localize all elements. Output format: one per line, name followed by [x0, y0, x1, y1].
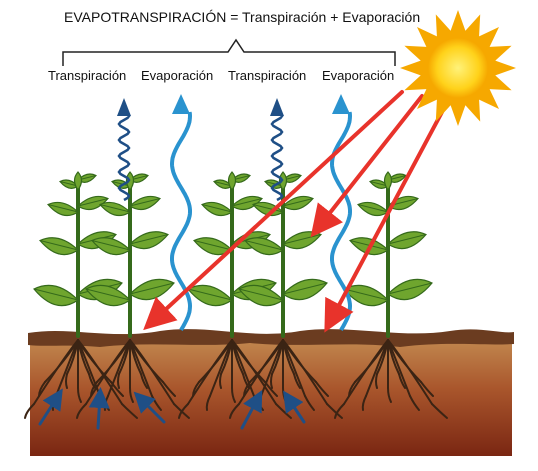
root	[326, 403, 343, 419]
root	[129, 339, 175, 405]
root	[242, 373, 250, 389]
label-evaporation-2: Evaporación	[322, 68, 395, 83]
transpiration-arrow	[270, 113, 284, 202]
title: EVAPOTRANSPIRACIÓN = Transpiración + Eva…	[64, 9, 421, 25]
plant-icon	[85, 171, 175, 338]
root	[76, 403, 87, 419]
root	[431, 403, 448, 419]
root	[65, 373, 68, 389]
root	[315, 381, 329, 397]
root	[387, 339, 433, 405]
root	[129, 387, 134, 403]
root	[398, 373, 406, 389]
label-transpiration-2: Transpiración	[228, 68, 307, 83]
label-transpiration-1: Transpiración	[48, 68, 127, 83]
plants	[33, 171, 433, 338]
leaf	[129, 231, 169, 250]
root	[162, 381, 176, 397]
leaf	[387, 278, 433, 301]
title-bracket	[62, 38, 396, 66]
label-evaporation-1: Evaporación	[141, 68, 214, 83]
root	[24, 403, 35, 419]
leaf	[129, 278, 175, 301]
roots	[24, 339, 448, 419]
root	[231, 339, 277, 405]
leaf	[387, 231, 427, 250]
sun-rays	[143, 90, 444, 333]
leaf	[238, 284, 284, 307]
root	[282, 339, 328, 405]
evaporation-arrow	[169, 111, 193, 332]
sun-ray-arrow	[143, 90, 404, 331]
evaporation-arrowhead	[332, 94, 350, 114]
sun-ray-arrow	[324, 110, 444, 333]
root	[178, 403, 189, 419]
root	[229, 403, 240, 419]
water-uptake-arrow	[88, 387, 110, 430]
plant-icon	[187, 171, 277, 338]
root	[387, 387, 392, 403]
water-uptake-arrow	[38, 388, 63, 426]
evaporation-arrowhead	[172, 94, 190, 114]
plant-icon	[33, 171, 123, 338]
leaf	[99, 201, 131, 217]
root	[304, 395, 315, 411]
leaf	[85, 284, 131, 307]
leaf	[39, 237, 79, 256]
soil	[28, 329, 514, 456]
leaf	[91, 237, 131, 256]
water-uptake-arrow	[283, 390, 306, 424]
root	[375, 373, 378, 389]
leaf	[357, 201, 389, 217]
root	[77, 387, 82, 403]
sun-disc	[428, 38, 488, 98]
root	[117, 373, 120, 389]
root	[361, 395, 367, 411]
root	[409, 395, 420, 411]
root	[420, 381, 434, 397]
leaf	[33, 284, 79, 307]
root	[219, 373, 222, 389]
leaf	[129, 195, 161, 211]
transpiration-arrowhead	[270, 98, 284, 116]
sun-icon	[400, 10, 516, 126]
leaf	[282, 278, 328, 301]
leaf	[282, 231, 322, 250]
root	[334, 403, 345, 419]
root	[293, 373, 301, 389]
leaf	[201, 201, 233, 217]
root	[192, 381, 200, 397]
root	[121, 403, 138, 419]
plant-icon	[343, 171, 433, 338]
root	[231, 387, 236, 403]
water-uptake-arrow	[240, 390, 263, 430]
water-uptake-arrow	[133, 391, 166, 424]
root	[205, 395, 211, 411]
leaf	[244, 237, 284, 256]
root	[270, 373, 273, 389]
root	[38, 381, 46, 397]
leaf	[187, 284, 233, 307]
root	[140, 373, 148, 389]
transpiration-arrowhead	[117, 98, 131, 116]
sun-ray-arrow	[310, 94, 424, 238]
transpiration-arrow	[117, 113, 131, 202]
leaf	[47, 201, 79, 217]
root-water-arrows	[38, 387, 306, 430]
transpiration-arrows	[117, 98, 284, 202]
plant-icon	[238, 171, 328, 338]
soil-surface	[28, 329, 514, 347]
root	[348, 381, 356, 397]
root	[77, 339, 123, 405]
